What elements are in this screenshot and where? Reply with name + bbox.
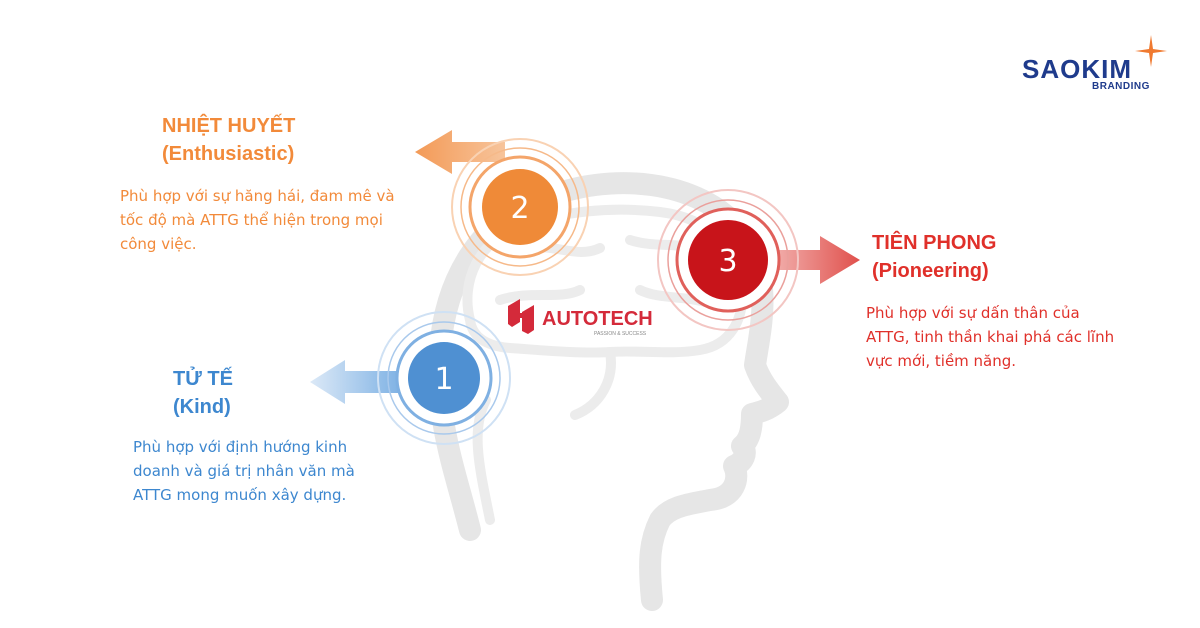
circle-3	[657, 189, 799, 331]
arrow-red	[770, 236, 860, 284]
title-en: (Enthusiastic)	[162, 143, 295, 165]
description: Phù hợp với sự dấn thân của ATTG, tinh t…	[866, 304, 1115, 370]
saokim-logo: SAOKIM BRANDING	[1018, 35, 1178, 98]
autotech-name: AUTOTECH	[542, 308, 653, 330]
circle-2	[451, 138, 589, 276]
autotech-logo-icon	[508, 299, 534, 334]
head-silhouette	[428, 172, 789, 611]
title-vi: TỬ TẾ	[173, 368, 233, 390]
title-en: (Kind)	[173, 396, 231, 418]
circle-1	[377, 311, 511, 445]
title-vi: NHIỆT HUYẾT	[162, 115, 296, 137]
logo-sub: BRANDING	[1092, 81, 1150, 92]
description: Phù hợp với sự hăng hái, đam mê và tốc đ…	[120, 187, 395, 253]
autotech-tagline: PASSION & SUCCESS	[594, 331, 647, 337]
star-icon	[1135, 35, 1167, 67]
block-pioneering: TIÊN PHONG (Pioneering) Phù hợp với sự d…	[866, 229, 1116, 373]
title-en: (Pioneering)	[872, 260, 989, 282]
title-vi: TIÊN PHONG	[872, 232, 997, 254]
circle-3-number: 3	[718, 244, 737, 279]
arrow-orange	[415, 130, 505, 174]
logo-name: SAOKIM	[1022, 54, 1132, 84]
block-enthusiastic: NHIỆT HUYẾT (Enthusiastic) Phù hợp với s…	[120, 112, 420, 256]
block-kind: TỬ TẾ (Kind) Phù hợp với định hướng kinh…	[133, 365, 383, 507]
circle-2-number: 2	[510, 191, 529, 226]
description: Phù hợp với định hướng kinh doanh và giá…	[133, 438, 355, 504]
circle-1-number: 1	[434, 362, 453, 397]
